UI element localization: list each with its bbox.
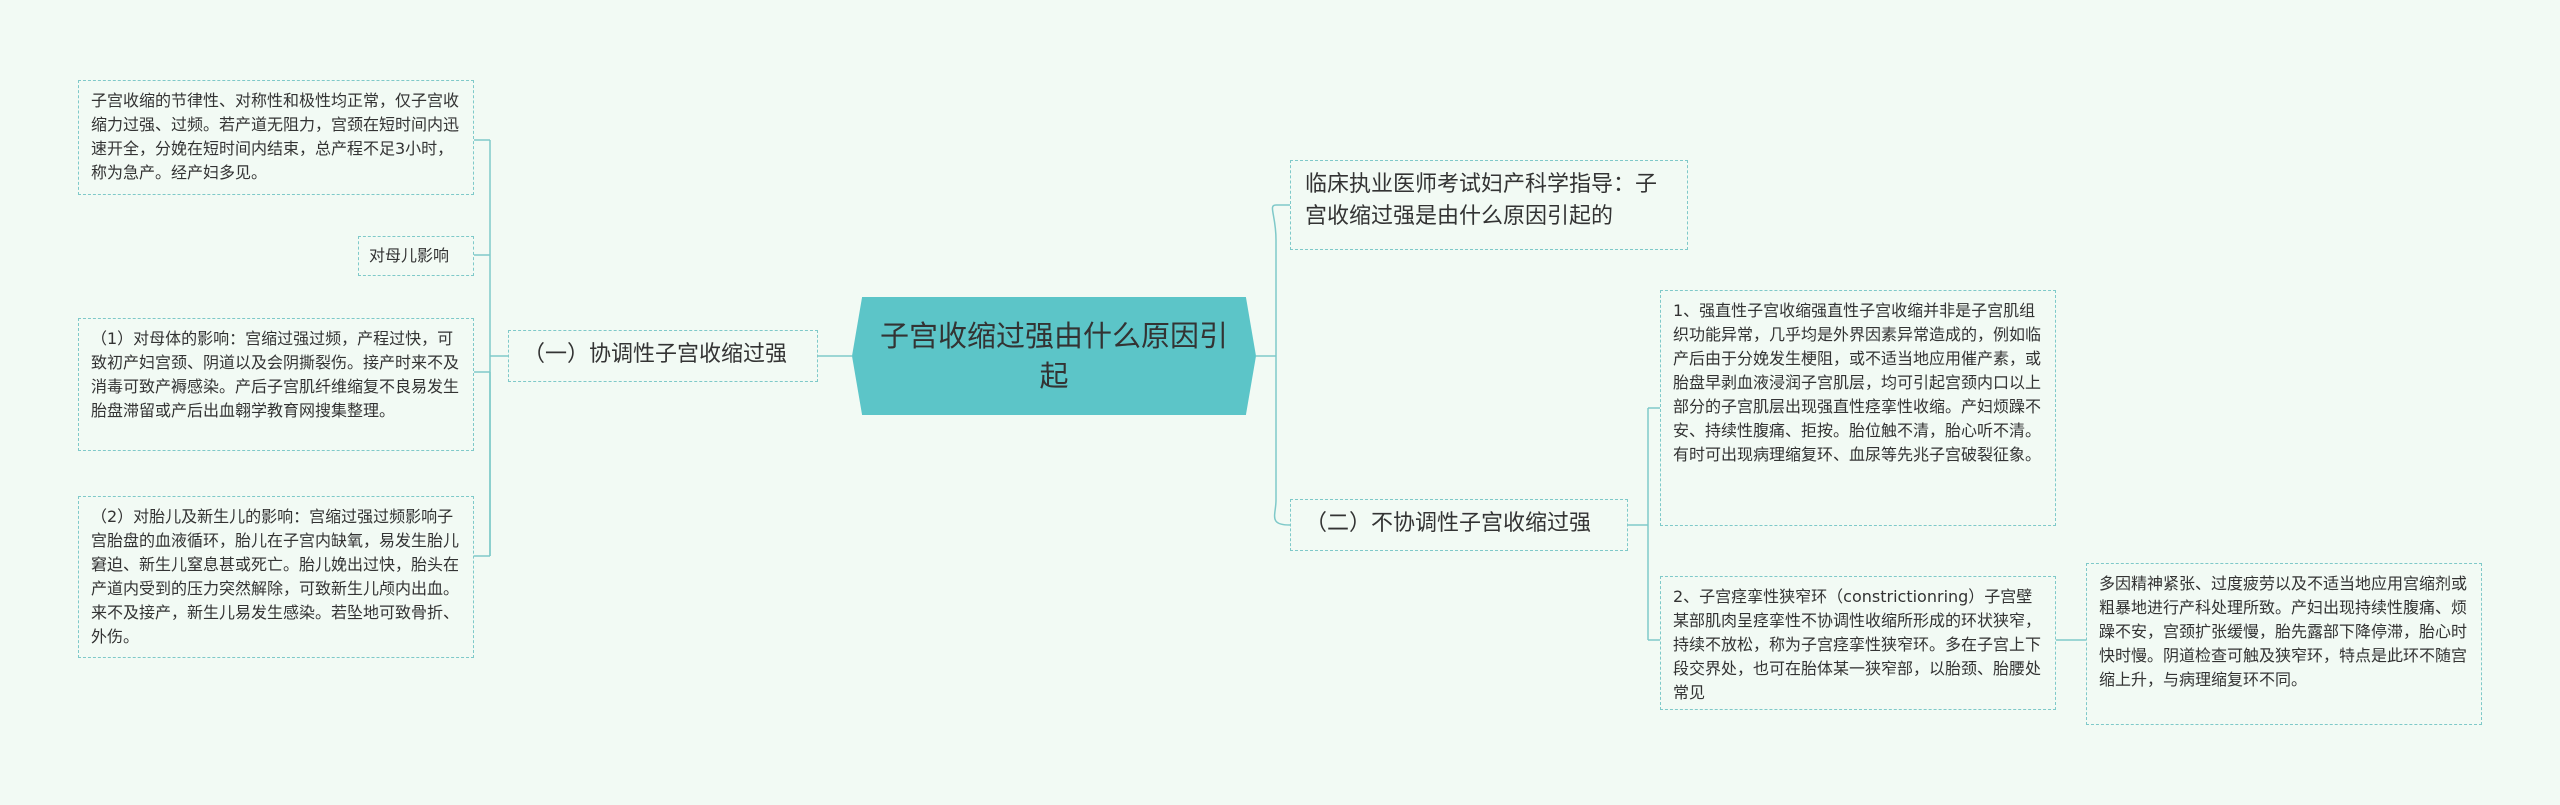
leaf-constriction-cause[interactable]: 多因精神紧张、过度疲劳以及不适当地应用宫缩剂或粗暴地进行产科处理所致。产妇出现持… (2086, 563, 2482, 725)
leaf-definition-text: 子宫收缩的节律性、对称性和极性均正常，仅子宫收缩力过强、过频。若产道无阻力，宫颈… (91, 91, 460, 182)
branch-guide-label: 临床执业医师考试妇产科学指导：子宫收缩过强是由什么原因引起的 (1305, 172, 1658, 229)
leaf-constriction[interactable]: 2、子宫痉挛性狭窄环（constrictionring）子宫壁某部肌肉呈痉挛性不… (1660, 576, 2056, 710)
branch-uncoordinated[interactable]: （二）不协调性子宫收缩过强 (1290, 499, 1628, 551)
root-label: 子宫收缩过强由什么原因引起 (880, 319, 1229, 393)
branch-coordinated[interactable]: （一）协调性子宫收缩过强 (508, 330, 818, 382)
leaf-fetal-text: （2）对胎儿及新生儿的影响：宫缩过强过频影响子宫胎盘的血液循环，胎儿在子宫内缺氧… (91, 507, 460, 646)
leaf-maternal[interactable]: （1）对母体的影响：宫缩过强过频，产程过快，可致初产妇宫颈、阴道以及会阴撕裂伤。… (78, 318, 474, 451)
branch-coordinated-label: （一）协调性子宫收缩过强 (523, 342, 788, 367)
leaf-tetanic-text: 1、强直性子宫收缩强直性子宫收缩并非是子宫肌组织功能异常，几乎均是外界因素异常造… (1673, 301, 2042, 464)
root-node[interactable]: 子宫收缩过强由什么原因引起 (852, 297, 1256, 415)
leaf-impact-label[interactable]: 对母儿影响 (358, 236, 474, 276)
leaf-constriction-cause-text: 多因精神紧张、过度疲劳以及不适当地应用宫缩剂或粗暴地进行产科处理所致。产妇出现持… (2099, 574, 2468, 689)
branch-guide[interactable]: 临床执业医师考试妇产科学指导：子宫收缩过强是由什么原因引起的 (1290, 160, 1688, 250)
leaf-maternal-text: （1）对母体的影响：宫缩过强过频，产程过快，可致初产妇宫颈、阴道以及会阴撕裂伤。… (91, 329, 460, 420)
leaf-impact-label-text: 对母儿影响 (369, 246, 450, 265)
leaf-tetanic[interactable]: 1、强直性子宫收缩强直性子宫收缩并非是子宫肌组织功能异常，几乎均是外界因素异常造… (1660, 290, 2056, 526)
leaf-constriction-text: 2、子宫痉挛性狭窄环（constrictionring）子宫壁某部肌肉呈痉挛性不… (1673, 587, 2042, 702)
leaf-definition[interactable]: 子宫收缩的节律性、对称性和极性均正常，仅子宫收缩力过强、过频。若产道无阻力，宫颈… (78, 80, 474, 195)
leaf-fetal[interactable]: （2）对胎儿及新生儿的影响：宫缩过强过频影响子宫胎盘的血液循环，胎儿在子宫内缺氧… (78, 496, 474, 658)
branch-uncoordinated-label: （二）不协调性子宫收缩过强 (1305, 511, 1592, 536)
connector-right-trunk (1271, 204, 1291, 526)
